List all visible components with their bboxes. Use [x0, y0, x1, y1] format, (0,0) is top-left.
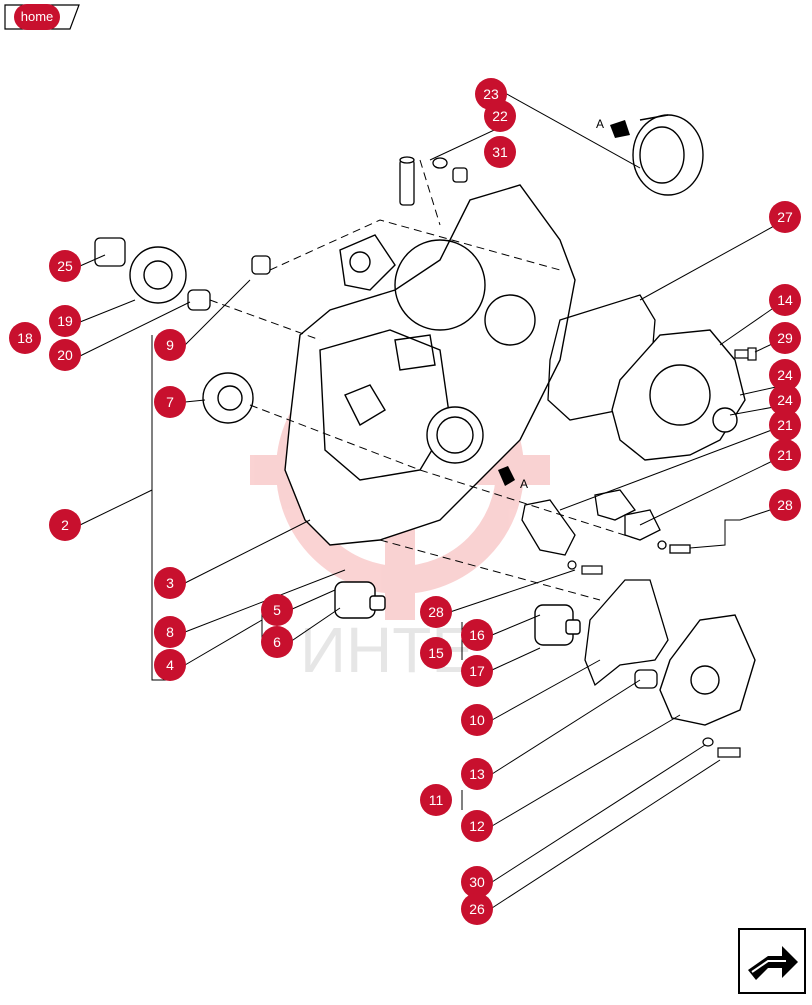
svg-text:13: 13 — [469, 766, 485, 782]
home-button[interactable]: home — [14, 4, 60, 30]
bushing-20 — [187, 289, 211, 311]
svg-text:15: 15 — [428, 645, 444, 661]
svg-text:16: 16 — [469, 627, 485, 643]
callout[interactable]: 8 — [154, 616, 186, 648]
svg-text:3: 3 — [166, 575, 174, 591]
svg-text:22: 22 — [492, 108, 508, 124]
bolt-29 — [734, 347, 757, 361]
callout[interactable]: 26 — [461, 893, 493, 925]
svg-text:24: 24 — [777, 367, 793, 383]
view-arrow-middle: A — [498, 466, 528, 491]
svg-text:20: 20 — [57, 347, 73, 363]
leader-lines — [79, 92, 786, 909]
idler-gear-19 — [129, 246, 187, 304]
svg-text:A: A — [520, 477, 528, 491]
callout[interactable]: 9 — [154, 329, 186, 361]
thermostat-gaskets — [521, 489, 691, 556]
alignment-lines — [209, 159, 641, 601]
bushing-13 — [634, 669, 658, 689]
svg-text:26: 26 — [469, 901, 485, 917]
callout[interactable]: 13 — [461, 758, 493, 790]
callout[interactable]: 19 — [49, 305, 81, 337]
gear-17 — [534, 604, 581, 646]
callout[interactable]: 29 — [769, 322, 801, 354]
svg-text:28: 28 — [428, 604, 444, 620]
svg-text:21: 21 — [777, 417, 793, 433]
svg-text:18: 18 — [17, 330, 33, 346]
timing-cover — [284, 184, 576, 546]
svg-text:28: 28 — [777, 497, 793, 513]
svg-text:21: 21 — [777, 447, 793, 463]
gear-7 — [202, 372, 254, 424]
callout[interactable]: 4 — [154, 649, 186, 681]
callout[interactable]: 22 — [484, 100, 516, 132]
svg-text:2: 2 — [61, 517, 69, 533]
callout[interactable]: 25 — [49, 250, 81, 282]
svg-text:7: 7 — [166, 394, 174, 410]
svg-text:5: 5 — [273, 602, 281, 618]
svg-text:27: 27 — [777, 209, 793, 225]
svg-text:10: 10 — [469, 712, 485, 728]
svg-text:6: 6 — [273, 634, 281, 650]
callout[interactable]: 28 — [769, 489, 801, 521]
svg-text:25: 25 — [57, 258, 73, 274]
oil-pump-gasket — [584, 579, 669, 687]
bolt-16 — [567, 560, 603, 575]
next-page-arrow-icon — [748, 946, 798, 980]
bolt-26 — [702, 737, 741, 758]
callout[interactable]: 7 — [154, 386, 186, 418]
svg-text:12: 12 — [469, 818, 485, 834]
svg-text:29: 29 — [777, 330, 793, 346]
gear-5 — [334, 581, 386, 619]
svg-text:30: 30 — [469, 874, 485, 890]
callout[interactable]: 20 — [49, 339, 81, 371]
callout[interactable]: 17 — [461, 655, 493, 687]
callout[interactable]: 21 — [769, 439, 801, 471]
svg-text:8: 8 — [166, 624, 174, 640]
callout[interactable]: 14 — [769, 284, 801, 316]
view-arrow-top: A — [596, 117, 630, 138]
svg-text:14: 14 — [777, 292, 793, 308]
callout[interactable]: 21 — [769, 409, 801, 441]
callout[interactable]: 6 — [261, 626, 293, 658]
callout[interactable]: 18 — [9, 322, 41, 354]
oil-seal — [632, 114, 704, 196]
water-pump — [611, 329, 746, 461]
plug-31 — [432, 157, 468, 183]
dowel-pin — [399, 156, 415, 206]
callout[interactable]: 30 — [461, 866, 493, 898]
svg-text:24: 24 — [777, 392, 793, 408]
callout[interactable]: 16 — [461, 619, 493, 651]
callout[interactable]: 24 — [769, 384, 801, 416]
callout[interactable]: 28 — [420, 596, 452, 628]
callout[interactable]: 11 — [420, 784, 452, 816]
callout[interactable]: 31 — [484, 136, 516, 168]
svg-text:4: 4 — [166, 657, 174, 673]
svg-text:A: A — [596, 117, 604, 131]
callout[interactable]: 3 — [154, 567, 186, 599]
next-page-button[interactable] — [738, 928, 806, 994]
bushing-9 — [251, 255, 271, 275]
svg-text:17: 17 — [469, 663, 485, 679]
callout[interactable]: 12 — [461, 810, 493, 842]
callout[interactable]: 15 — [420, 637, 452, 669]
callout[interactable]: 24 — [769, 359, 801, 391]
svg-text:31: 31 — [492, 144, 508, 160]
callout[interactable]: 5 — [261, 594, 293, 626]
svg-text:19: 19 — [57, 313, 73, 329]
svg-text:23: 23 — [483, 86, 499, 102]
shaft-25 — [94, 237, 126, 267]
callout[interactable]: 27 — [769, 201, 801, 233]
callout[interactable]: 2 — [49, 509, 81, 541]
callout[interactable]: 10 — [461, 704, 493, 736]
svg-text:11: 11 — [429, 792, 444, 808]
svg-text:9: 9 — [166, 337, 174, 353]
oil-pump-cover — [659, 614, 756, 726]
